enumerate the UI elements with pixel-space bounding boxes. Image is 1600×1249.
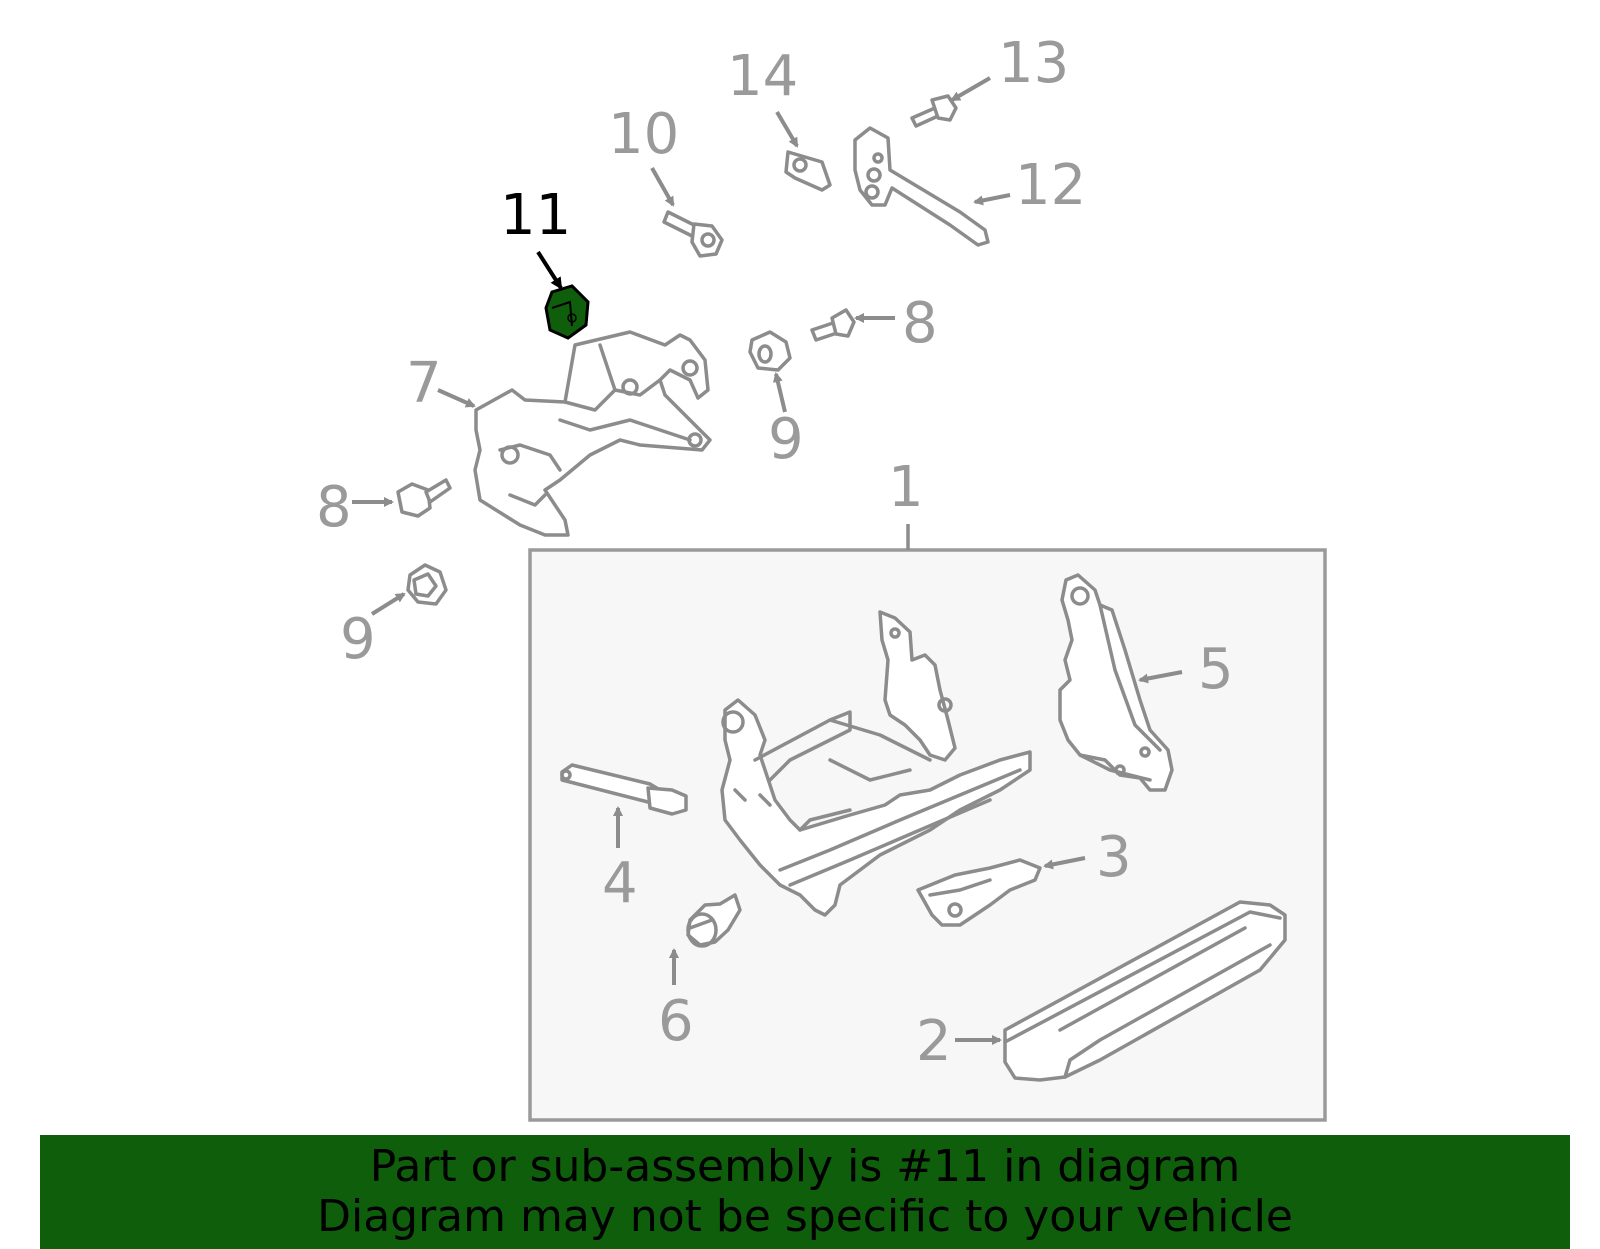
callout-12: 12 [1015, 153, 1086, 218]
part-5-side-bracket [1058, 573, 1174, 792]
callout-5: 5 [1198, 637, 1234, 702]
callout-2: 2 [916, 1009, 952, 1074]
part-8-bolt-left [396, 478, 452, 518]
callout-9-left: 9 [340, 607, 376, 672]
part-13-bolt [910, 94, 958, 128]
part-7-bracket [473, 330, 712, 537]
callout-11[interactable]: 11 [500, 183, 571, 248]
part-12-bracket [853, 126, 990, 247]
callout-14: 14 [727, 44, 798, 109]
part-2-cover [1003, 900, 1287, 1082]
info-banner: Part or sub-assembly is #11 in diagram D… [40, 1135, 1570, 1249]
part-11-nut[interactable] [544, 284, 590, 340]
callout-8-upper: 8 [902, 291, 938, 356]
part-14-clip [784, 150, 832, 192]
banner-line-2: Diagram may not be specific to your vehi… [317, 1191, 1293, 1242]
arrow-3 [1043, 856, 1086, 870]
callout-6: 6 [658, 989, 694, 1054]
callout-8-left: 8 [316, 475, 352, 540]
callout-3: 3 [1096, 825, 1132, 890]
arrow-10 [650, 167, 675, 207]
arrow-14 [775, 110, 799, 148]
banner-line-1: Part or sub-assembly is #11 in diagram [369, 1141, 1241, 1192]
part-10-bolt [662, 210, 724, 258]
parts-diagram: 11 10 14 13 12 8 9 7 8 9 1 5 4 3 6 2 [316, 31, 1327, 1122]
arrow-9-left [370, 592, 406, 616]
arrow-9-upper [772, 372, 787, 413]
arrow-7 [437, 388, 476, 408]
part-8-bolt-upper [810, 308, 856, 342]
part-9-nut-upper [748, 330, 792, 372]
assembly-box [528, 548, 1327, 1122]
part-3-handle [916, 858, 1042, 927]
arrow-13 [950, 76, 992, 102]
callout-4: 4 [602, 851, 638, 916]
arrow-5 [1138, 670, 1183, 684]
callout-13: 13 [998, 31, 1069, 96]
part-9-nut-left [406, 563, 448, 606]
callout-10: 10 [608, 102, 679, 167]
part-1-seat-frame [720, 610, 1032, 917]
callout-1: 1 [888, 455, 924, 520]
part-6-clip [686, 893, 742, 948]
callout-9-upper: 9 [768, 407, 804, 472]
arrow-12 [973, 193, 1011, 206]
callout-7: 7 [406, 351, 442, 416]
arrow-11 [536, 250, 563, 290]
part-4-rod [560, 763, 688, 816]
